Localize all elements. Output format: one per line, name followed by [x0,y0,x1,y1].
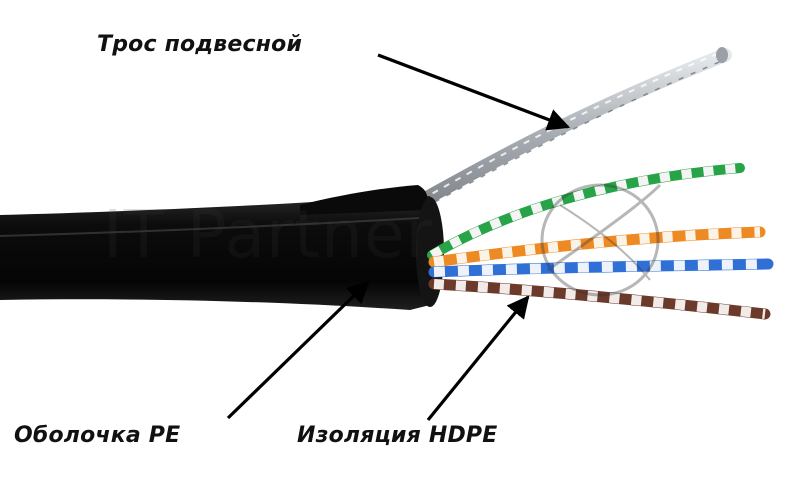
watermark-text: IT Partner [103,196,434,273]
suspension-wire [398,47,732,217]
suspension-cable-label: Трос подвесной [97,32,303,57]
insulation-label: Изоляция HDPE [297,423,498,448]
pair-green [427,163,745,260]
watermark-logo [540,183,662,297]
twisted-pairs [427,163,774,320]
arrow-insulation [426,295,530,422]
pair-brown [428,278,771,320]
pair-orange [428,226,766,268]
arrow-suspension-cable [377,53,571,131]
pair-blue [428,258,774,278]
outer-sheath-label: Оболочка PE [14,423,181,448]
arrow-outer-sheath [226,280,370,420]
